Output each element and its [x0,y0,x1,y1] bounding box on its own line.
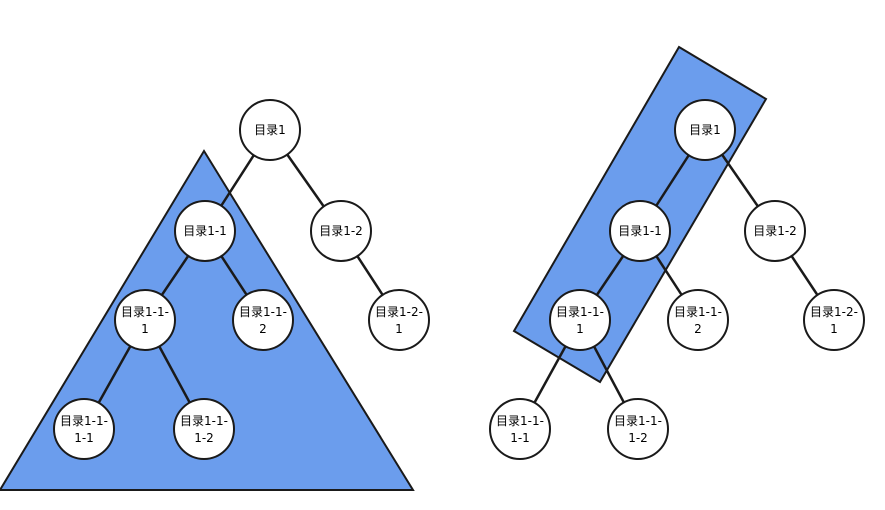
node-1-2-left[interactable]: 目录1-2 [310,200,372,262]
node-label-line1: 目录1-1- [674,305,722,319]
node-label-line1: 目录1-1- [556,305,604,319]
node-1-1-1-2-left[interactable]: 目录1-1- 1-2 [173,398,235,460]
node-label-line2: 1-2 [194,431,214,445]
node-label-line1: 目录1-2- [375,305,423,319]
node-1-1-2-right[interactable]: 目录1-1- 2 [667,289,729,351]
node-label-line2: 1-1 [510,431,530,445]
node-label: 目录1 [689,123,721,137]
node-label-line1: 目录1-1- [121,305,169,319]
node-1-1-1-1-right[interactable]: 目录1-1- 1-1 [489,398,551,460]
right-tree-nodes: 目录1 目录1-1 目录1-2 目录1-1- 1 目录1-1- 2 目录1-2-… [489,99,865,460]
node-label-line1: 目录1-1- [496,414,544,428]
node-root-left[interactable]: 目录1 [239,99,301,161]
node-label-line2: 1 [830,322,838,336]
node-label-line2: 1 [576,322,584,336]
node-label-line2: 2 [694,322,702,336]
node-label-line2: 1-2 [628,431,648,445]
node-1-1-left[interactable]: 目录1-1 [174,200,236,262]
node-1-1-1-right[interactable]: 目录1-1- 1 [549,289,611,351]
node-1-1-2-left[interactable]: 目录1-1- 2 [232,289,294,351]
node-label: 目录1-1 [183,224,227,238]
node-1-2-1-right[interactable]: 目录1-2- 1 [803,289,865,351]
node-1-2-1-left[interactable]: 目录1-2- 1 [368,289,430,351]
node-label-line1: 目录1-2- [810,305,858,319]
left-tree-nodes: 目录1 目录1-1 目录1-2 目录1-1- 1 目录1-1- 2 目录1-2-… [53,99,430,460]
node-label-line1: 目录1-1- [180,414,228,428]
node-label: 目录1-1 [618,224,662,238]
node-1-1-right[interactable]: 目录1-1 [609,200,671,262]
node-label-line1: 目录1-1- [239,305,287,319]
node-1-1-1-2-right[interactable]: 目录1-1- 1-2 [607,398,669,460]
node-label-line2: 1 [141,322,149,336]
node-1-1-1-1-left[interactable]: 目录1-1- 1-1 [53,398,115,460]
node-label: 目录1-2 [319,224,363,238]
node-1-1-1-left[interactable]: 目录1-1- 1 [114,289,176,351]
node-label: 目录1-2 [753,224,797,238]
node-label-line2: 1-1 [74,431,94,445]
node-label-line2: 1 [395,322,403,336]
node-root-right[interactable]: 目录1 [674,99,736,161]
node-label-line2: 2 [259,322,267,336]
node-label: 目录1 [254,123,286,137]
node-label-line1: 目录1-1- [60,414,108,428]
node-1-2-right[interactable]: 目录1-2 [744,200,806,262]
node-label-line1: 目录1-1- [614,414,662,428]
